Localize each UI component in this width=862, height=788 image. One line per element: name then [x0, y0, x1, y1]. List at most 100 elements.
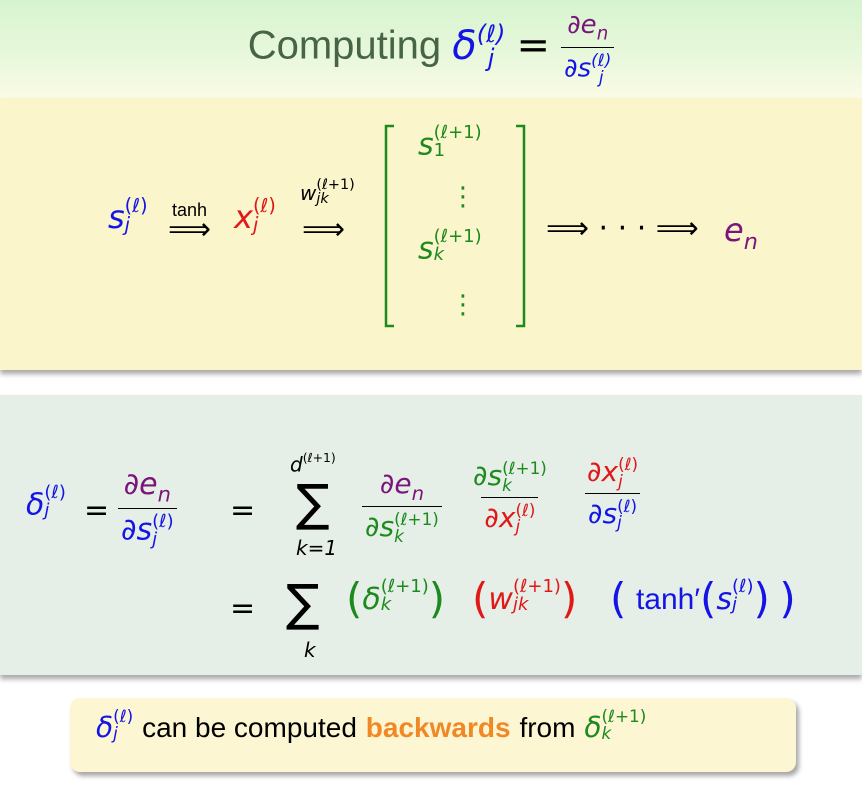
- chain-end-sub: n: [743, 228, 758, 255]
- chain-x-var: x(ℓ)j: [234, 196, 276, 238]
- term-weight-symbol: w: [488, 581, 513, 617]
- sum2-lower: k: [304, 638, 316, 662]
- deriv-frac3-frac: ∂x(ℓ)j ∂s(ℓ)j: [584, 456, 641, 531]
- title-delta-symbol: δ: [452, 22, 477, 69]
- term-weight-indices: (ℓ+1)jk: [513, 578, 561, 614]
- deriv-frac3-den-indices: (ℓ)j: [617, 495, 638, 532]
- deriv-lhs-frac: ∂en ∂s(ℓ)j: [118, 470, 177, 549]
- deriv-frac1-den-indices: (ℓ+1)k: [394, 511, 439, 545]
- deriv-frac1-num-text: ∂e: [379, 467, 412, 500]
- deriv-frac1: ∂en ∂s(ℓ+1)k: [362, 470, 442, 545]
- vector-entry-top: s(ℓ+1)1: [418, 124, 482, 164]
- deriv-frac3-num: ∂x(ℓ)j: [584, 456, 641, 493]
- forward-chain-panel: [0, 98, 862, 370]
- vector-top-indices: (ℓ+1)1: [434, 124, 482, 160]
- term-delta-sup: (ℓ+1): [380, 576, 429, 598]
- term-tanh-sup: (ℓ): [731, 576, 754, 598]
- arrow2-label-w: w: [300, 180, 317, 205]
- deriv-frac2-den-sup: (ℓ): [515, 499, 536, 520]
- deriv-lhs-equals: =: [84, 493, 110, 528]
- deriv-lhs-den-indices: (ℓ)j: [152, 513, 173, 549]
- term-tanh-indices: (ℓ)j: [732, 578, 753, 614]
- title-den-text: ∂s: [564, 53, 592, 84]
- takeaway-rhs-symbol: δ: [584, 710, 602, 744]
- term-tanh-lparen-inner: (: [699, 574, 717, 623]
- arrow1-label: tanh: [172, 200, 208, 220]
- title-delta-sub: j: [487, 43, 495, 72]
- term-delta-lparen: (: [346, 574, 363, 623]
- deriv-lhs-num-text: ∂e: [123, 467, 158, 502]
- deriv-lhs-den-sup: (ℓ): [152, 511, 174, 533]
- vector-vdots-2: ⋮: [450, 290, 476, 320]
- deriv-frac1-den-sup: (ℓ+1): [394, 509, 439, 530]
- sum2-symbol: ∑: [286, 574, 320, 632]
- term-tanh-s: s: [716, 581, 732, 617]
- sum1-lower: k=1: [296, 536, 338, 560]
- chain-s-sub: j: [124, 213, 131, 237]
- takeaway-text2: from: [519, 711, 576, 743]
- term-tanh-sub: j: [731, 594, 737, 616]
- arrow2: ⟹: [302, 212, 346, 247]
- chain-x-sub: j: [252, 213, 259, 237]
- deriv-lhs-frac-num: ∂en: [121, 470, 174, 508]
- deriv-lhs-sup: (ℓ): [44, 482, 66, 503]
- deriv-lhs-frac-den: ∂s(ℓ)j: [118, 508, 177, 549]
- takeaway-lhs-sup: (ℓ): [113, 706, 134, 726]
- deriv-lhs-den-sub: j: [152, 529, 158, 551]
- chain-s-var: s(ℓ)j: [108, 196, 148, 238]
- title-fraction: ∂en ∂s(ℓ)j: [561, 10, 615, 88]
- takeaway-emphasis: backwards: [365, 711, 511, 743]
- term-weight-sub: jk: [512, 594, 529, 616]
- vector-entry-k: s(ℓ+1)k: [418, 228, 482, 268]
- term-weight-lparen: (: [472, 574, 489, 623]
- sum1-upper: d(ℓ+1): [290, 451, 336, 474]
- derivation-panel: [0, 395, 862, 675]
- term-delta-sub: k: [380, 594, 392, 616]
- deriv-frac3-num-sup: (ℓ): [618, 454, 639, 474]
- deriv-frac1-den: ∂s(ℓ+1)k: [362, 506, 442, 545]
- deriv-lhs-indices: (ℓ)j: [44, 484, 65, 520]
- deriv-frac2-frac: ∂s(ℓ+1)k ∂x(ℓ)j: [470, 460, 550, 535]
- deriv-lhs-fraction: ∂en ∂s(ℓ)j: [118, 470, 177, 549]
- title-word: Computing: [247, 23, 442, 68]
- deriv-lhs-delta: δ(ℓ)j: [26, 484, 66, 524]
- vector-k-sup: (ℓ+1): [433, 226, 482, 247]
- deriv-frac2-den: ∂x(ℓ)j: [481, 496, 539, 537]
- title-denominator: ∂s(ℓ)j: [561, 47, 615, 88]
- title-den-sub: j: [598, 67, 604, 88]
- deriv-lhs-num-sub: n: [157, 482, 171, 507]
- title-equals: =: [516, 22, 551, 69]
- takeaway-rhs-sub: k: [601, 722, 612, 743]
- title-numerator: ∂en: [564, 10, 611, 47]
- deriv-frac3-den-sup: (ℓ): [617, 495, 638, 516]
- chain-x-indices: (ℓ)j: [252, 196, 276, 237]
- deriv-frac2-den-sub: j: [515, 516, 521, 537]
- deriv-frac2-num-indices: (ℓ+1)k: [502, 460, 547, 494]
- deriv-row1-equals: =: [230, 493, 256, 528]
- title-num-sub: n: [596, 23, 609, 45]
- vector-vdots-1: ⋮: [450, 182, 476, 212]
- takeaway-lhs-sub: j: [113, 722, 118, 743]
- vector-top-sup: (ℓ+1): [433, 122, 482, 143]
- vector-top-sub: 1: [433, 140, 446, 161]
- deriv-frac3-num-indices: (ℓ)j: [618, 456, 638, 490]
- deriv-frac1-den-text: ∂s: [365, 510, 395, 544]
- term-tanh-rparen-outer: ): [779, 574, 796, 623]
- deriv-lhs-den-text: ∂s: [121, 512, 153, 548]
- deriv-frac2-den-indices: (ℓ)j: [515, 499, 536, 537]
- term-tanh-lparen-outer: (: [610, 574, 627, 623]
- right-bracket: [516, 124, 526, 328]
- takeaway-rhs-sup: (ℓ+1): [601, 706, 647, 726]
- takeaway-rhs: δ(ℓ+1)k: [584, 708, 647, 744]
- deriv-frac3: ∂x(ℓ)j ∂s(ℓ)j: [584, 456, 641, 531]
- deriv-frac3-den: ∂s(ℓ)j: [584, 492, 641, 532]
- deriv-frac3-num-sub: j: [618, 470, 623, 491]
- deriv-frac3-num-text: ∂x: [587, 454, 619, 488]
- term-tanh-prime: ( tanh′(s(ℓ)j) ): [610, 578, 796, 620]
- takeaway-rhs-indices: (ℓ+1)k: [602, 708, 647, 742]
- chain-end-var: en: [724, 214, 758, 253]
- takeaway-text: δ(ℓ)j can be computed backwards from δ(ℓ…: [96, 708, 647, 746]
- deriv-frac1-frac: ∂en ∂s(ℓ+1)k: [362, 470, 442, 545]
- takeaway-lhs-indices: (ℓ)j: [113, 708, 133, 742]
- term-delta-indices: (ℓ+1)k: [381, 578, 429, 614]
